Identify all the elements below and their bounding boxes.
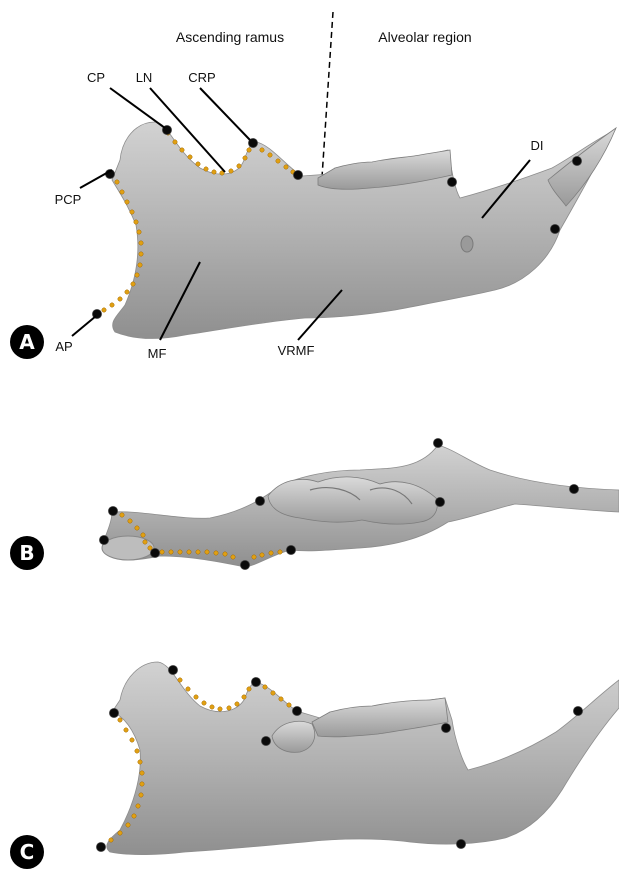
mandible-lateral-view-a (112, 122, 615, 338)
pcp-leader (80, 170, 112, 188)
panel-b-letter: B (19, 541, 34, 565)
ln-label: LN (136, 70, 153, 85)
panel-a-letter: A (19, 330, 35, 354)
alveolar-region-label: Alveolar region (378, 29, 471, 45)
bone-bump-a (461, 236, 473, 252)
vrmf-label: VRMF (278, 343, 315, 358)
mandible-lateral-view-c (107, 662, 619, 855)
molar-row-b (268, 477, 437, 524)
pcp-label: PCP (55, 192, 82, 207)
mf-label: MF (148, 346, 167, 361)
cp-label: CP (87, 70, 105, 85)
incisor-tip-b (102, 536, 154, 560)
crp-leader (200, 88, 250, 140)
di-label: DI (531, 138, 544, 153)
ascending-ramus-label: Ascending ramus (176, 29, 284, 45)
panel-a: Ascending ramus Alveolar region (10, 12, 616, 361)
ap-label: AP (55, 339, 72, 354)
crp-label: CRP (188, 70, 215, 85)
ap-leader (72, 316, 96, 336)
panel-c: C (10, 662, 619, 869)
panel-b: B (10, 439, 619, 571)
panel-c-letter: C (20, 840, 35, 864)
cp-leader (110, 88, 165, 128)
